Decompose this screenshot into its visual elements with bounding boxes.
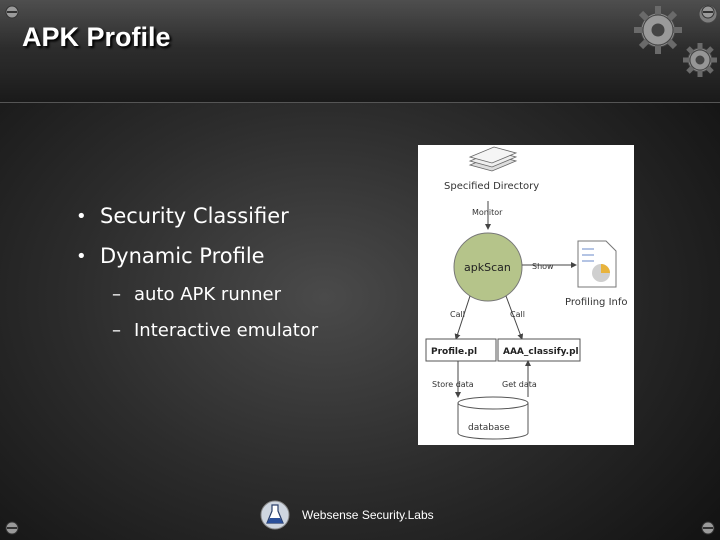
screw-icon — [700, 520, 716, 536]
bullet-item: • Security Classifier — [76, 196, 396, 236]
screw-icon — [700, 4, 716, 20]
screw-icon — [4, 520, 20, 536]
subbullet-text: Interactive emulator — [134, 320, 318, 341]
title-bar: APK Profile — [0, 0, 720, 103]
bullet-text: Security Classifier — [100, 204, 289, 228]
bullet-list: • Security Classifier • Dynamic Profile … — [76, 196, 396, 348]
monitor-label: Monitor — [472, 208, 503, 217]
slide-title: APK Profile — [22, 22, 171, 53]
database-label: database — [468, 423, 510, 433]
apkscan-label: apkScan — [464, 261, 511, 274]
profiling-info-document-icon — [578, 241, 616, 287]
subbullet-dash: – — [112, 284, 134, 305]
classify-pl-label: AAA_classify.pl — [503, 347, 579, 357]
flask-logo-icon — [260, 498, 290, 532]
footer: Websense Security.Labs — [260, 498, 434, 532]
bullet-dot: • — [76, 246, 100, 267]
screw-icon — [4, 4, 20, 20]
get-data-label: Get data — [502, 380, 537, 389]
subbullet-dash: – — [112, 320, 134, 341]
profiling-info-label: Profiling Info — [565, 297, 628, 308]
specified-directory-label: Specified Directory — [444, 181, 539, 192]
architecture-diagram: Specified Directory Monitor apkScan Show… — [418, 145, 634, 445]
subbullet-item: – Interactive emulator — [76, 312, 396, 348]
subbullet-item: – auto APK runner — [76, 276, 396, 312]
bullet-text: Dynamic Profile — [100, 244, 265, 268]
call-left-label: Call — [450, 310, 465, 319]
show-label: Show — [532, 262, 554, 271]
bullet-item: • Dynamic Profile — [76, 236, 396, 276]
call-right-label: Call — [510, 310, 525, 319]
documents-icon — [470, 147, 516, 171]
store-data-label: Store data — [432, 380, 474, 389]
subbullet-text: auto APK runner — [134, 284, 281, 305]
bullet-dot: • — [76, 206, 100, 227]
footer-brand-text: Websense Security.Labs — [302, 508, 434, 522]
profile-pl-label: Profile.pl — [431, 347, 477, 357]
